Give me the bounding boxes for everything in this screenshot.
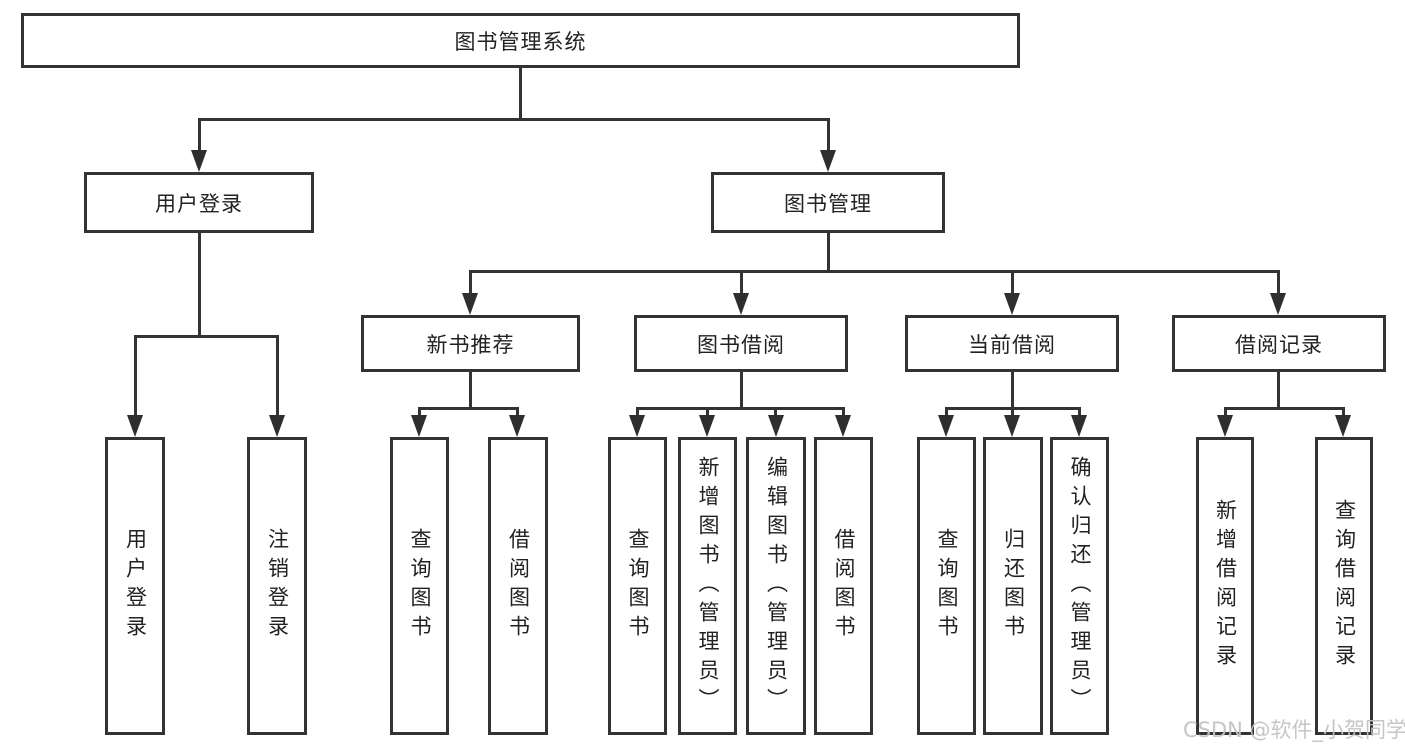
- leaf-label: 查询借阅记录: [1332, 499, 1357, 673]
- leaf-label: 编辑图书（管理员）: [764, 455, 789, 717]
- arrow-down-icon: [462, 293, 478, 315]
- node-library-management-system: 图书管理系统: [21, 13, 1020, 68]
- arrow-down-icon: [1270, 293, 1286, 315]
- connector-line: [469, 270, 1280, 273]
- leaf-add-books-admin: 新增图书（管理员）: [678, 437, 737, 735]
- connector-line: [740, 372, 743, 410]
- csdn-watermark: CSDN @软件_小贺同学: [1183, 718, 1405, 742]
- connector-line: [198, 233, 201, 338]
- connector-line: [1224, 407, 1344, 410]
- leaf-add-borrow-record: 新增借阅记录: [1196, 437, 1254, 735]
- connector-line: [636, 407, 844, 410]
- leaf-label: 确认归还（管理员）: [1068, 455, 1092, 717]
- leaf-label: 用户登录: [123, 528, 148, 644]
- connector-line: [1078, 407, 1081, 418]
- node-current-borrowing: 当前借阅: [905, 315, 1119, 372]
- leaf-return-books: 归还图书: [983, 437, 1043, 735]
- connector-line: [1011, 407, 1014, 418]
- arrow-down-icon: [269, 415, 285, 437]
- arrow-down-icon: [127, 415, 143, 437]
- arrow-down-icon: [820, 150, 836, 172]
- leaf-logout: 注销登录: [247, 437, 307, 735]
- connector-line: [1277, 270, 1280, 296]
- connector-line: [706, 407, 709, 418]
- connector-line: [469, 372, 472, 410]
- leaf-label: 新增图书（管理员）: [696, 455, 720, 717]
- leaf-label: 借阅图书: [832, 528, 856, 644]
- leaf-borrow-books-newbooks: 借阅图书: [488, 437, 548, 735]
- node-user-login: 用户登录: [84, 172, 314, 233]
- connector-line: [1224, 407, 1227, 418]
- node-borrow-records: 借阅记录: [1172, 315, 1386, 372]
- connector-line: [827, 233, 830, 273]
- leaf-label: 查询图书: [935, 528, 959, 644]
- leaf-label: 借阅图书: [506, 528, 531, 644]
- connector-line: [516, 407, 519, 418]
- leaf-query-books-borrowing: 查询图书: [608, 437, 667, 735]
- connector-line: [418, 407, 519, 410]
- connector-line: [1011, 270, 1014, 296]
- arrow-down-icon: [191, 150, 207, 172]
- leaf-confirm-return-admin: 确认归还（管理员）: [1050, 437, 1109, 735]
- connector-line: [276, 335, 279, 419]
- connector-line: [945, 407, 948, 418]
- arrow-down-icon: [629, 415, 645, 437]
- leaf-query-borrow-record: 查询借阅记录: [1315, 437, 1373, 735]
- arrow-down-icon: [835, 415, 851, 437]
- connector-line: [1011, 372, 1014, 410]
- connector-line: [134, 335, 137, 419]
- leaf-label: 新增借阅记录: [1213, 499, 1238, 673]
- leaf-label: 查询图书: [626, 528, 650, 644]
- connector-line: [774, 407, 777, 418]
- leaf-label: 注销登录: [265, 528, 290, 644]
- leaf-query-books-newbooks: 查询图书: [390, 437, 449, 735]
- arrow-down-icon: [1335, 415, 1351, 437]
- arrow-down-icon: [1004, 415, 1020, 437]
- connector-line: [827, 118, 830, 152]
- connector-line: [469, 270, 472, 296]
- leaf-label: 归还图书: [1001, 528, 1026, 644]
- connector-line: [842, 407, 845, 418]
- connector-line: [1277, 372, 1280, 410]
- leaf-label: 查询图书: [408, 528, 432, 644]
- connector-line: [1342, 407, 1345, 418]
- leaf-query-books-current: 查询图书: [917, 437, 976, 735]
- arrow-down-icon: [1217, 415, 1233, 437]
- leaf-edit-books-admin: 编辑图书（管理员）: [746, 437, 806, 735]
- arrow-down-icon: [733, 293, 749, 315]
- arrow-down-icon: [938, 415, 954, 437]
- leaf-user-login: 用户登录: [105, 437, 165, 735]
- node-new-book-recommend: 新书推荐: [361, 315, 580, 372]
- arrow-down-icon: [1071, 415, 1087, 437]
- connector-line: [519, 68, 522, 120]
- arrow-down-icon: [1004, 293, 1020, 315]
- connector-line: [198, 118, 830, 121]
- arrow-down-icon: [411, 415, 427, 437]
- connector-line: [134, 335, 279, 338]
- connector-line: [198, 118, 201, 152]
- arrow-down-icon: [699, 415, 715, 437]
- connector-line: [418, 407, 421, 418]
- connector-line: [636, 407, 639, 418]
- node-book-management: 图书管理: [711, 172, 945, 233]
- arrow-down-icon: [509, 415, 525, 437]
- arrow-down-icon: [768, 415, 784, 437]
- leaf-borrow-books-borrowing: 借阅图书: [814, 437, 873, 735]
- connector-line: [740, 270, 743, 296]
- node-book-borrowing: 图书借阅: [634, 315, 848, 372]
